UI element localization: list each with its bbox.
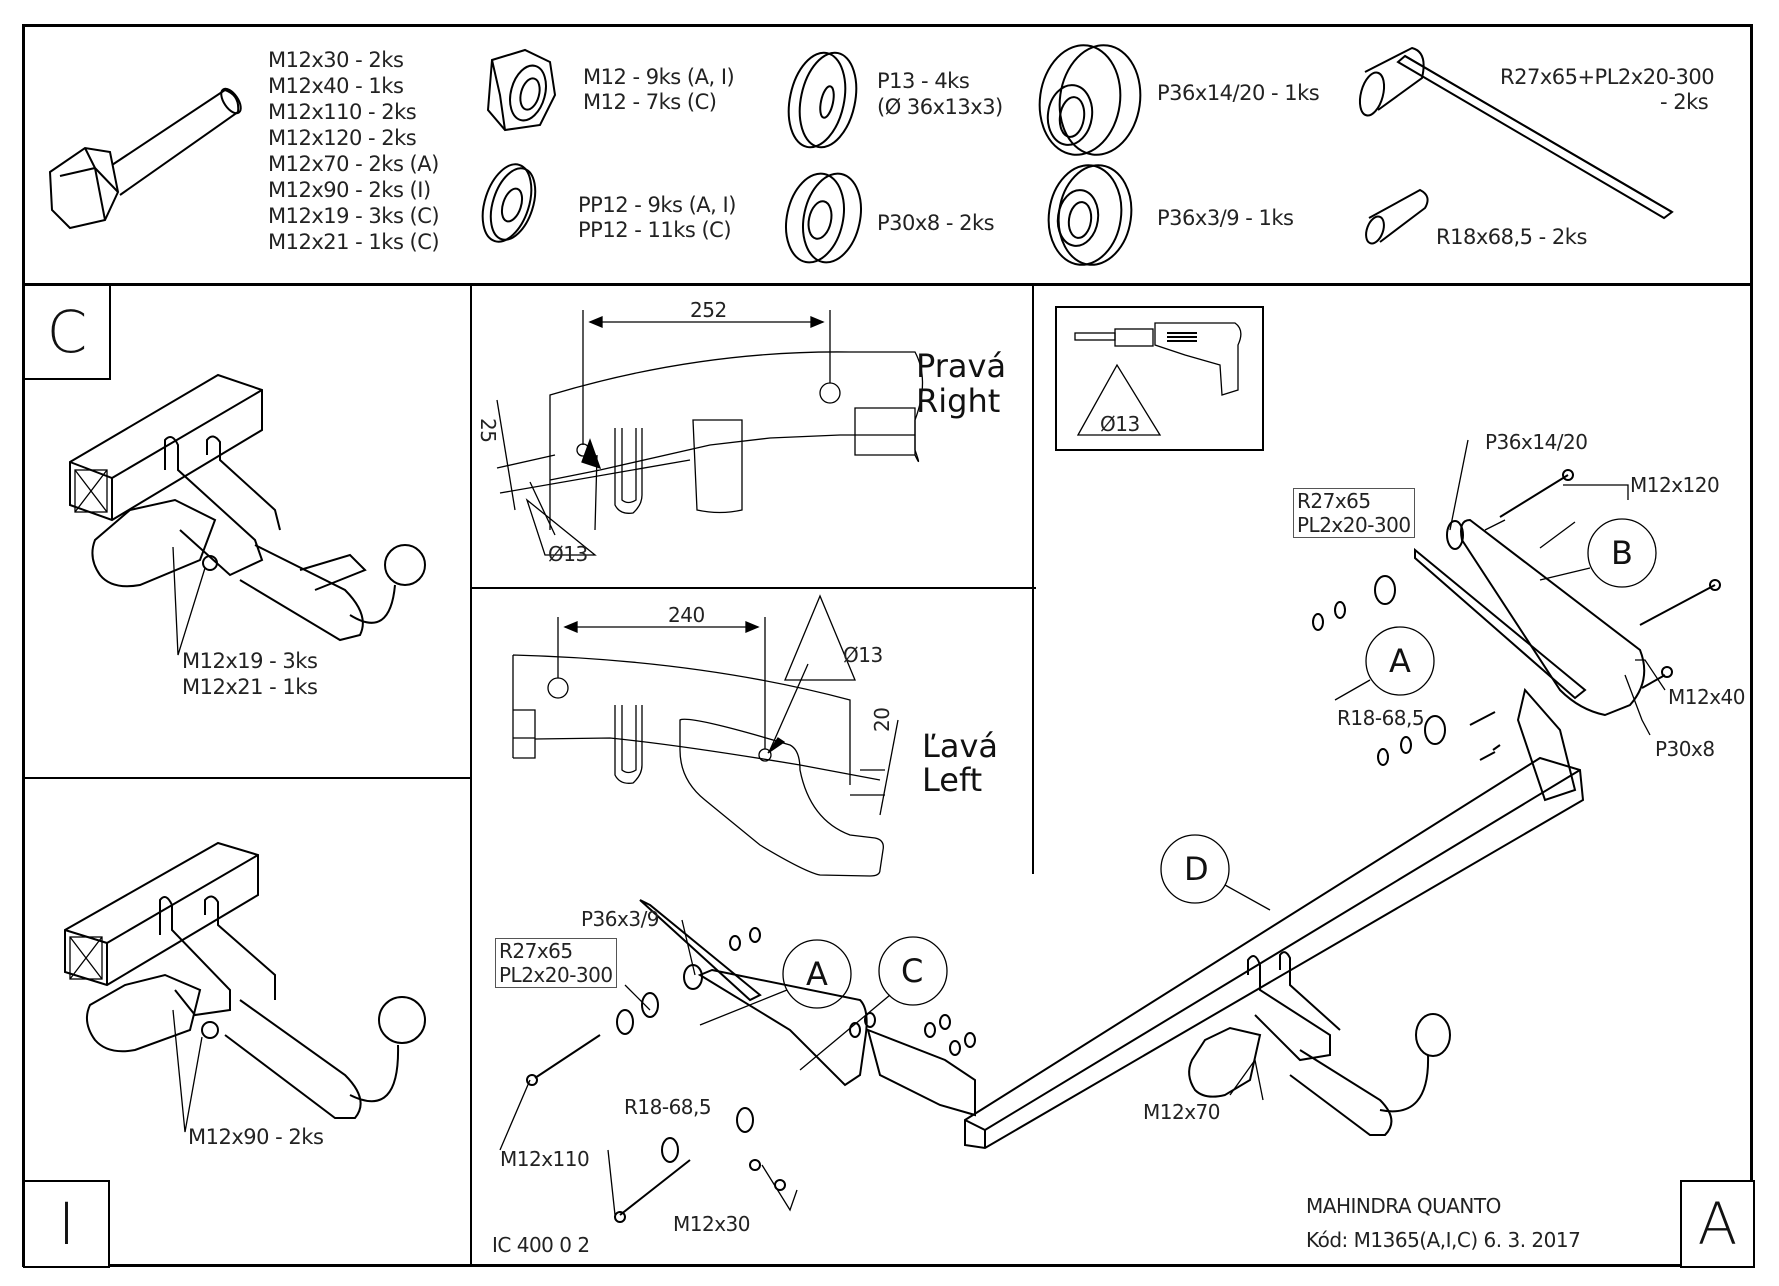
- callout-m12x70: M12x70: [1143, 1100, 1221, 1124]
- callout-m12x120: M12x120: [1630, 473, 1720, 497]
- bolt-item: M12x120 - 2ks: [268, 126, 417, 150]
- callout-leader-c: [172, 546, 206, 656]
- spacer-p36x14-icon: [1038, 44, 1142, 156]
- spacer-p36x3-icon: [1047, 164, 1133, 266]
- callout-m12x110: M12x110: [500, 1147, 590, 1171]
- parts-strip-divider: [22, 283, 1753, 286]
- bolt-icon: [48, 87, 242, 230]
- callout-p36x3: P36x3/9: [581, 907, 660, 931]
- callout-a-right-label: A: [1389, 642, 1411, 680]
- middle-row-divider: [470, 587, 1036, 589]
- washer-pp12-label: PP12 - 9ks (A, I): [578, 193, 736, 217]
- left-drill-size: Ø13: [843, 643, 883, 667]
- drawing-number: IC 400 0 2: [492, 1233, 590, 1257]
- bolt-item: M12x21 - 1ks (C): [268, 230, 440, 254]
- tube-r18-icon: [1365, 188, 1429, 245]
- callout-circle-b: [1587, 518, 1657, 588]
- variant-c-label: C: [23, 284, 111, 380]
- right-side-title-en: Right: [916, 382, 1001, 420]
- nut-label: M12 - 9ks (A, I): [583, 65, 735, 89]
- callout-a-left-label: A: [806, 955, 828, 993]
- bolt-item: M12x40 - 1ks: [268, 74, 404, 98]
- washer-p13-label: P13 - 4ks: [877, 69, 970, 93]
- nut-label: M12 - 7ks (C): [583, 90, 717, 114]
- washer-p13-icon: [787, 51, 858, 149]
- callout-pl2x20-line: PL2x20-300: [499, 963, 613, 987]
- middle-column-divider: [1032, 284, 1034, 874]
- variant-c-callout: M12x19 - 3ks: [182, 649, 318, 673]
- callout-m12x30: M12x30: [673, 1212, 751, 1236]
- right-dimension: 252: [690, 298, 727, 322]
- left-side-hole-diagram: [512, 594, 899, 877]
- bolt-item: M12x30 - 2ks: [268, 48, 404, 72]
- right-side-hole-diagram: [496, 310, 924, 556]
- callout-circles: [499, 439, 1666, 1216]
- right-drill-size: Ø13: [548, 542, 588, 566]
- washer-p13-size: (Ø 36x13x3): [877, 95, 1003, 119]
- callout-r27x65-line: R27x65: [1297, 489, 1371, 513]
- callout-d-label: D: [1184, 850, 1209, 888]
- callout-b-label: B: [1611, 534, 1633, 572]
- left-dimension: 240: [668, 603, 705, 627]
- washer-pp12-label: PP12 - 11ks (C): [578, 218, 732, 242]
- left-offset: 20: [870, 707, 894, 732]
- callout-p36x14: P36x14/20: [1485, 430, 1588, 454]
- callout-leader-i: [172, 1009, 203, 1133]
- left-column-divider: [470, 284, 472, 1267]
- tube-bar-qty: - 2ks: [1660, 90, 1709, 114]
- callout-circle-a-left: [782, 939, 852, 1009]
- spacer-p36x14-label: P36x14/20 - 1ks: [1157, 81, 1320, 105]
- callout-r27x65-line: R27x65: [499, 939, 573, 963]
- bolt-item: M12x70 - 2ks (A): [268, 152, 439, 176]
- bolt-item: M12x19 - 3ks (C): [268, 204, 440, 228]
- variant-i-towbar-drawing: [64, 841, 426, 1119]
- right-offset: 25: [476, 418, 500, 443]
- callout-circle-a-right: [1365, 626, 1435, 696]
- callout-c-label: C: [901, 952, 924, 990]
- drill-icon: [1055, 306, 1264, 451]
- variant-a-label: A: [1680, 1180, 1755, 1268]
- left-side-title: Ľavá: [922, 727, 998, 765]
- left-row-divider: [22, 777, 470, 779]
- spacer-p36x3-label: P36x3/9 - 1ks: [1157, 206, 1294, 230]
- tube-bar-icon: [1358, 46, 1674, 220]
- variant-c-callout: M12x21 - 1ks: [182, 675, 318, 699]
- bolt-item: M12x110 - 2ks: [268, 100, 417, 124]
- variant-i-label: I: [23, 1180, 110, 1268]
- callout-circle-c: [878, 936, 948, 1006]
- variant-i-callout: M12x90 - 2ks: [188, 1125, 324, 1149]
- callout-r18-left: R18-68,5: [624, 1095, 712, 1119]
- washer-pp12-icon: [481, 163, 537, 243]
- tube-bar-label: R27x65+PL2x20-300: [1500, 65, 1715, 89]
- variant-c-towbar-drawing: [69, 373, 426, 642]
- callout-m12x40: M12x40: [1668, 685, 1746, 709]
- callout-r18-right: R18-68,5: [1337, 706, 1425, 730]
- spacer-p30x8-icon: [785, 172, 862, 264]
- product-code: Kód: M1365(A,I,C) 6. 3. 2017: [1306, 1228, 1581, 1252]
- callout-pl2x20-line: PL2x20-300: [1297, 513, 1411, 537]
- drawing-frame: [22, 24, 1753, 1267]
- callout-circle-d: [1160, 834, 1230, 904]
- towbar-assembly-drawing: [526, 469, 1721, 1223]
- nut-icon: [486, 48, 557, 132]
- drill-box-size: Ø13: [1100, 412, 1140, 436]
- right-side-title: Pravá: [916, 347, 1007, 385]
- bolt-item: M12x90 - 2ks (I): [268, 178, 431, 202]
- left-side-title-en: Left: [922, 761, 983, 799]
- vehicle-name: MAHINDRA QUANTO: [1306, 1194, 1501, 1218]
- bolt-list: M12x30 - 2ks M12x40 - 1ks M12x110 - 2ks …: [268, 47, 440, 255]
- tube-r18-label: R18x68,5 - 2ks: [1436, 225, 1587, 249]
- callout-r27x65-left: R27x65 PL2x20-300: [495, 938, 617, 988]
- callout-p30x8: P30x8: [1655, 737, 1715, 761]
- spacer-p30x8-label: P30x8 - 2ks: [877, 211, 995, 235]
- callout-r27x65-right: R27x65 PL2x20-300: [1293, 488, 1415, 538]
